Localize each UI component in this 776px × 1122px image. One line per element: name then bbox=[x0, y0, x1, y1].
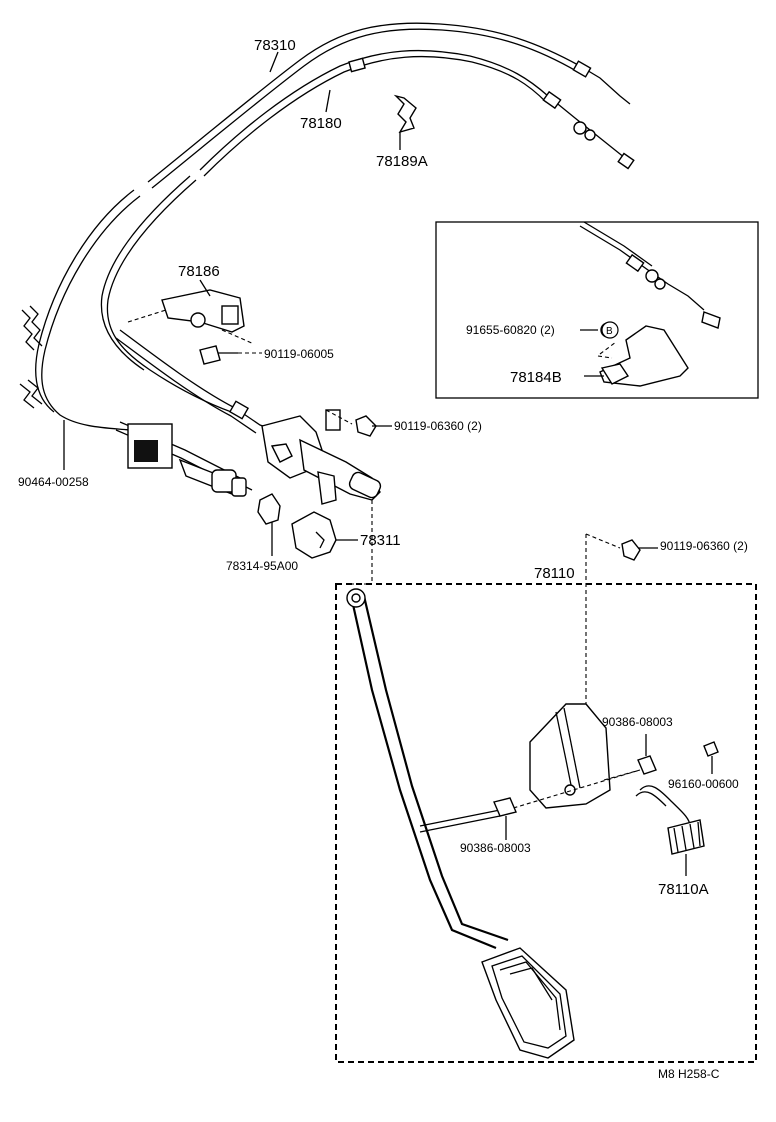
bushing-right-icon bbox=[637, 734, 657, 775]
label-clip-top: 78189A bbox=[376, 153, 428, 170]
label-grommet: 78314-95A00 bbox=[226, 559, 298, 573]
grommet-icon bbox=[257, 493, 281, 556]
inset-box bbox=[435, 221, 759, 399]
accelerator-cable-outer bbox=[35, 22, 631, 431]
label-bolt-bracket: 90119-06005 bbox=[264, 347, 334, 361]
label-nut: 96160-00600 bbox=[668, 777, 739, 791]
accelerator-cable-inner bbox=[100, 49, 635, 416]
label-bushing-right: 90386-08003 bbox=[602, 715, 673, 729]
pedal-bracket-icon bbox=[419, 703, 641, 833]
label-pedal-assy: 78110 bbox=[534, 565, 575, 582]
label-cover: 78311 bbox=[360, 532, 401, 549]
bushing-left-icon bbox=[493, 797, 517, 840]
label-clip-left: 90464-00258 bbox=[18, 475, 89, 489]
inset-bolt-marker-icon bbox=[601, 321, 619, 339]
spring-icon bbox=[635, 785, 705, 876]
footer-code: M8 H258-C bbox=[658, 1067, 720, 1081]
label-cable-main: 78310 bbox=[254, 37, 296, 54]
label-bushing-left: 90386-08003 bbox=[460, 841, 531, 855]
bolt-pedal-icon bbox=[621, 539, 658, 561]
label-inset-bolt-marker: B bbox=[606, 326, 613, 337]
cable-housing bbox=[115, 421, 253, 497]
clip-left-icon bbox=[19, 305, 65, 470]
bolt-mount-icon bbox=[355, 415, 392, 437]
label-inset-bracket: 78184B bbox=[510, 369, 562, 386]
label-bracket: 78186 bbox=[178, 263, 220, 280]
bolt-bracket-icon bbox=[199, 345, 262, 365]
label-bolt-pedal: 90119-06360 (2) bbox=[660, 539, 748, 553]
label-spring: 78110A bbox=[658, 881, 709, 898]
leader-lines bbox=[199, 51, 604, 377]
cover-icon bbox=[291, 500, 373, 585]
cable-lower-run bbox=[115, 329, 281, 434]
label-bolt-mount: 90119-06360 (2) bbox=[394, 419, 482, 433]
nut-icon bbox=[703, 741, 719, 774]
throttle-linkage-icon bbox=[261, 409, 382, 505]
bracket-78186-icon bbox=[127, 289, 255, 345]
pedal-assembly-box bbox=[335, 533, 757, 1063]
clip-top-icon bbox=[393, 94, 417, 150]
label-inset-bolt: 91655-60820 (2) bbox=[466, 323, 555, 337]
label-cable-inner: 78180 bbox=[300, 115, 342, 132]
